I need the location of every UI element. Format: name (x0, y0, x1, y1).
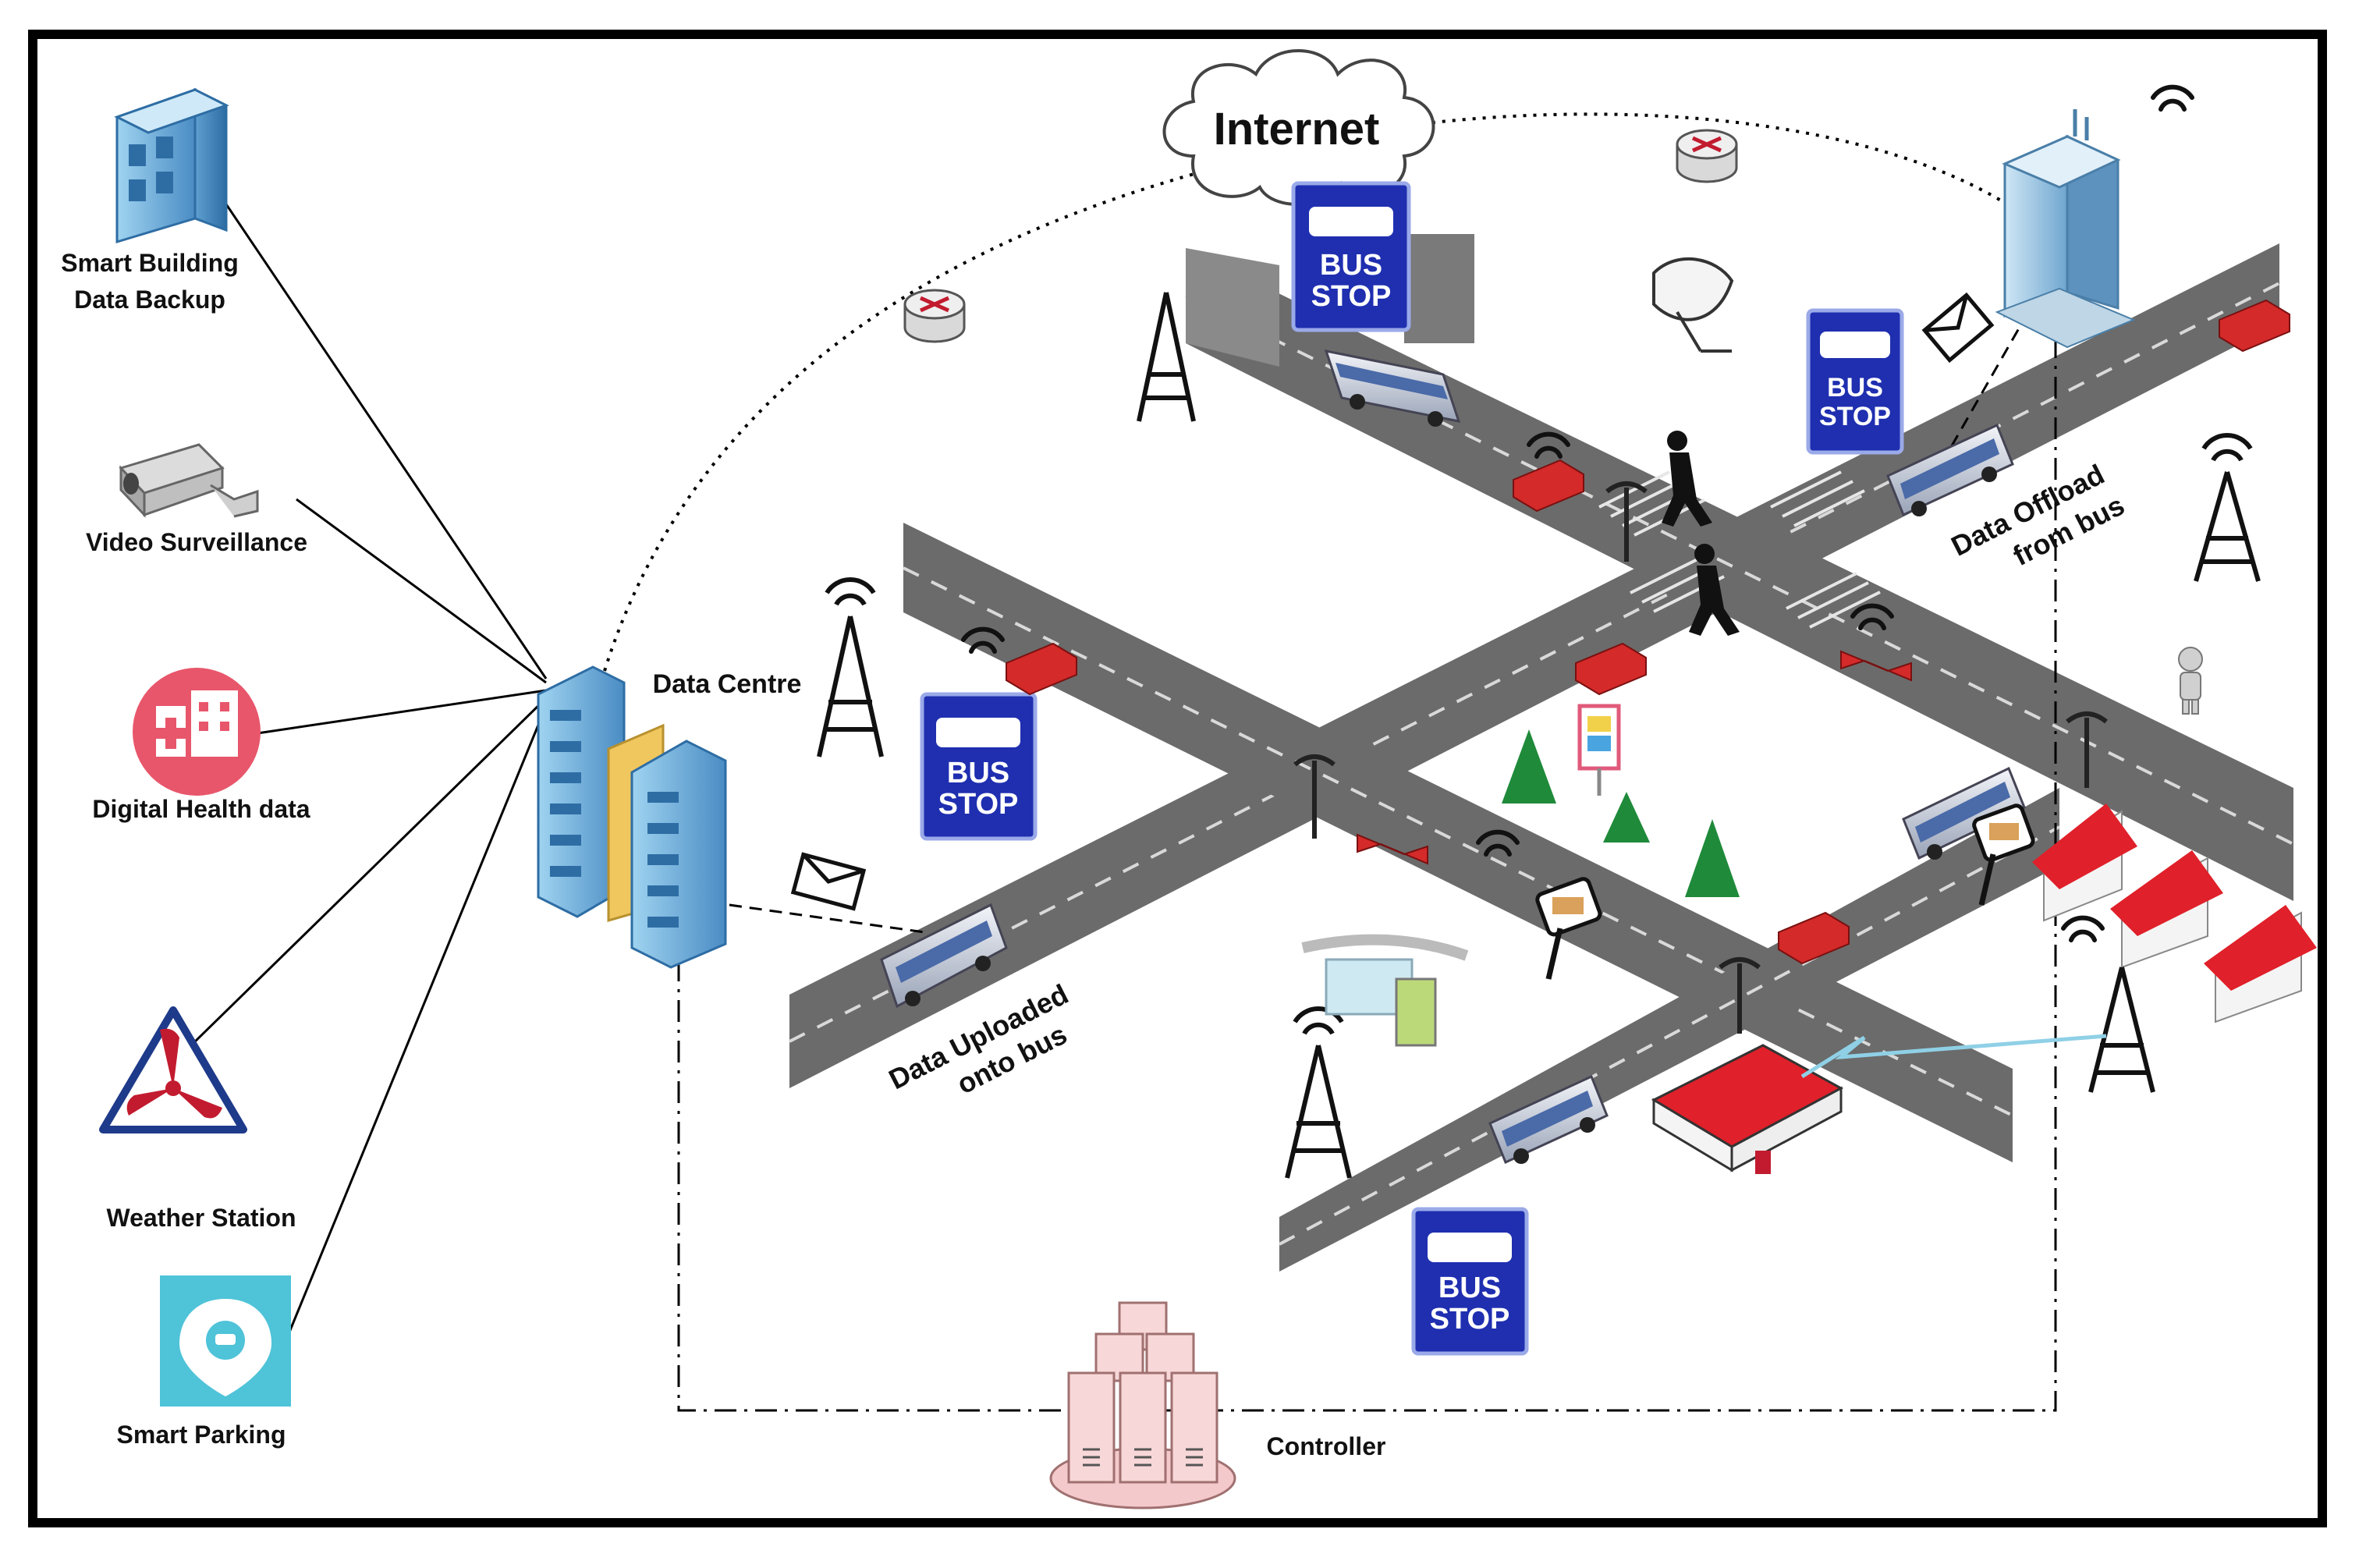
bus-shelter-icon (1301, 934, 1469, 1047)
road-back-wall-2 (1404, 234, 1474, 343)
video-surveillance-icon (119, 443, 259, 518)
bus-icon (1902, 766, 2026, 860)
road-upper (1186, 248, 2293, 901)
smart-building-label-1: Smart Building (61, 249, 239, 277)
digital-health-label: Digital Health data (92, 795, 310, 823)
street-lamp-icon (1293, 481, 2108, 1034)
digital-health-icon (133, 668, 261, 796)
lane-marking-upper (1185, 294, 2294, 846)
bus-stop-sign: BUS STOP (1806, 308, 1904, 455)
cell-tower-icon (2088, 967, 2155, 1093)
cell-tower-icon (817, 577, 884, 757)
svg-text:STOP: STOP (1430, 1303, 1510, 1336)
smart-building-icon (114, 87, 229, 244)
email-icon (1921, 292, 1995, 364)
svg-text:STOP: STOP (1311, 280, 1392, 313)
bus-icon (880, 903, 1008, 1009)
wifi-signal-icon (961, 84, 2194, 942)
weather-station-icon (99, 1006, 247, 1133)
road-network (789, 234, 2294, 1272)
smart-parking-icon (160, 1275, 291, 1407)
controller-icon (1049, 1301, 1236, 1509)
bus-icon (1488, 1074, 1609, 1165)
svg-text:BUS: BUS (1320, 249, 1382, 282)
gas-station-icon (1651, 1044, 1844, 1174)
pedestrian-icon (1662, 431, 1712, 527)
connection-lines (190, 194, 548, 1335)
internet-label: Internet (1214, 104, 1380, 154)
cell-tower-icon (1137, 292, 1196, 422)
weather-station-label: Weather Station (107, 1204, 296, 1232)
svg-text:STOP: STOP (1819, 402, 1891, 431)
internet-dotted-links (603, 112, 2030, 672)
satellite-dish-icon (1652, 257, 1734, 353)
data-centre-icon (537, 665, 727, 969)
bus-stop-sign: BUS STOP (920, 692, 1038, 841)
wireless-link (1800, 1034, 2107, 1079)
pedestrian-icon (1689, 544, 1740, 636)
house-icon (2204, 905, 2317, 1023)
svg-text:STOP: STOP (938, 788, 1019, 821)
data-centre-label: Data Centre (653, 669, 802, 699)
house-icon (2110, 850, 2223, 969)
car-icon (1006, 299, 2290, 965)
house-icon (2032, 804, 2137, 922)
tree-icon (1502, 729, 1740, 897)
road-back-wall (1186, 248, 1279, 367)
video-surveillance-label: Video Surveillance (86, 528, 307, 556)
bus-signpost-icon (1535, 877, 1602, 980)
smart-building-label-2: Data Backup (74, 286, 225, 314)
lane-marking-cross-se (903, 566, 2013, 1117)
router-icon (903, 289, 966, 343)
diagram-frame (28, 30, 2327, 1527)
bus-signpost-icon (1972, 804, 2035, 906)
svg-text:BUS: BUS (1438, 1272, 1501, 1304)
internet-cloud-icon (1162, 49, 1435, 206)
lane-marking-lower (1279, 825, 2060, 1246)
bus-icon (1324, 349, 1461, 427)
road-lower (1279, 788, 2059, 1272)
svg-text:BUS: BUS (1827, 373, 1883, 403)
upload-dashed-link (729, 903, 925, 934)
smart-parking-label: Smart Parking (117, 1421, 286, 1449)
info-kiosk-icon (1577, 704, 1621, 796)
bus-stop-sign: BUS STOP (1291, 181, 1411, 332)
robot-icon (2178, 647, 2203, 715)
svg-text:BUS: BUS (947, 757, 1009, 789)
email-icon (790, 852, 867, 911)
bus-stop-sign: BUS STOP (1411, 1207, 1529, 1356)
office-tower-icon (1995, 109, 2136, 349)
router-icon (1676, 129, 1738, 183)
road-main-ne (789, 243, 2279, 1088)
controller-label: Controller (1267, 1432, 1386, 1460)
offload-dashed-link (1949, 311, 2030, 449)
bus-icon (1886, 423, 2014, 517)
cell-tower-icon (1285, 1006, 1352, 1179)
cell-tower-icon (2194, 433, 2261, 582)
